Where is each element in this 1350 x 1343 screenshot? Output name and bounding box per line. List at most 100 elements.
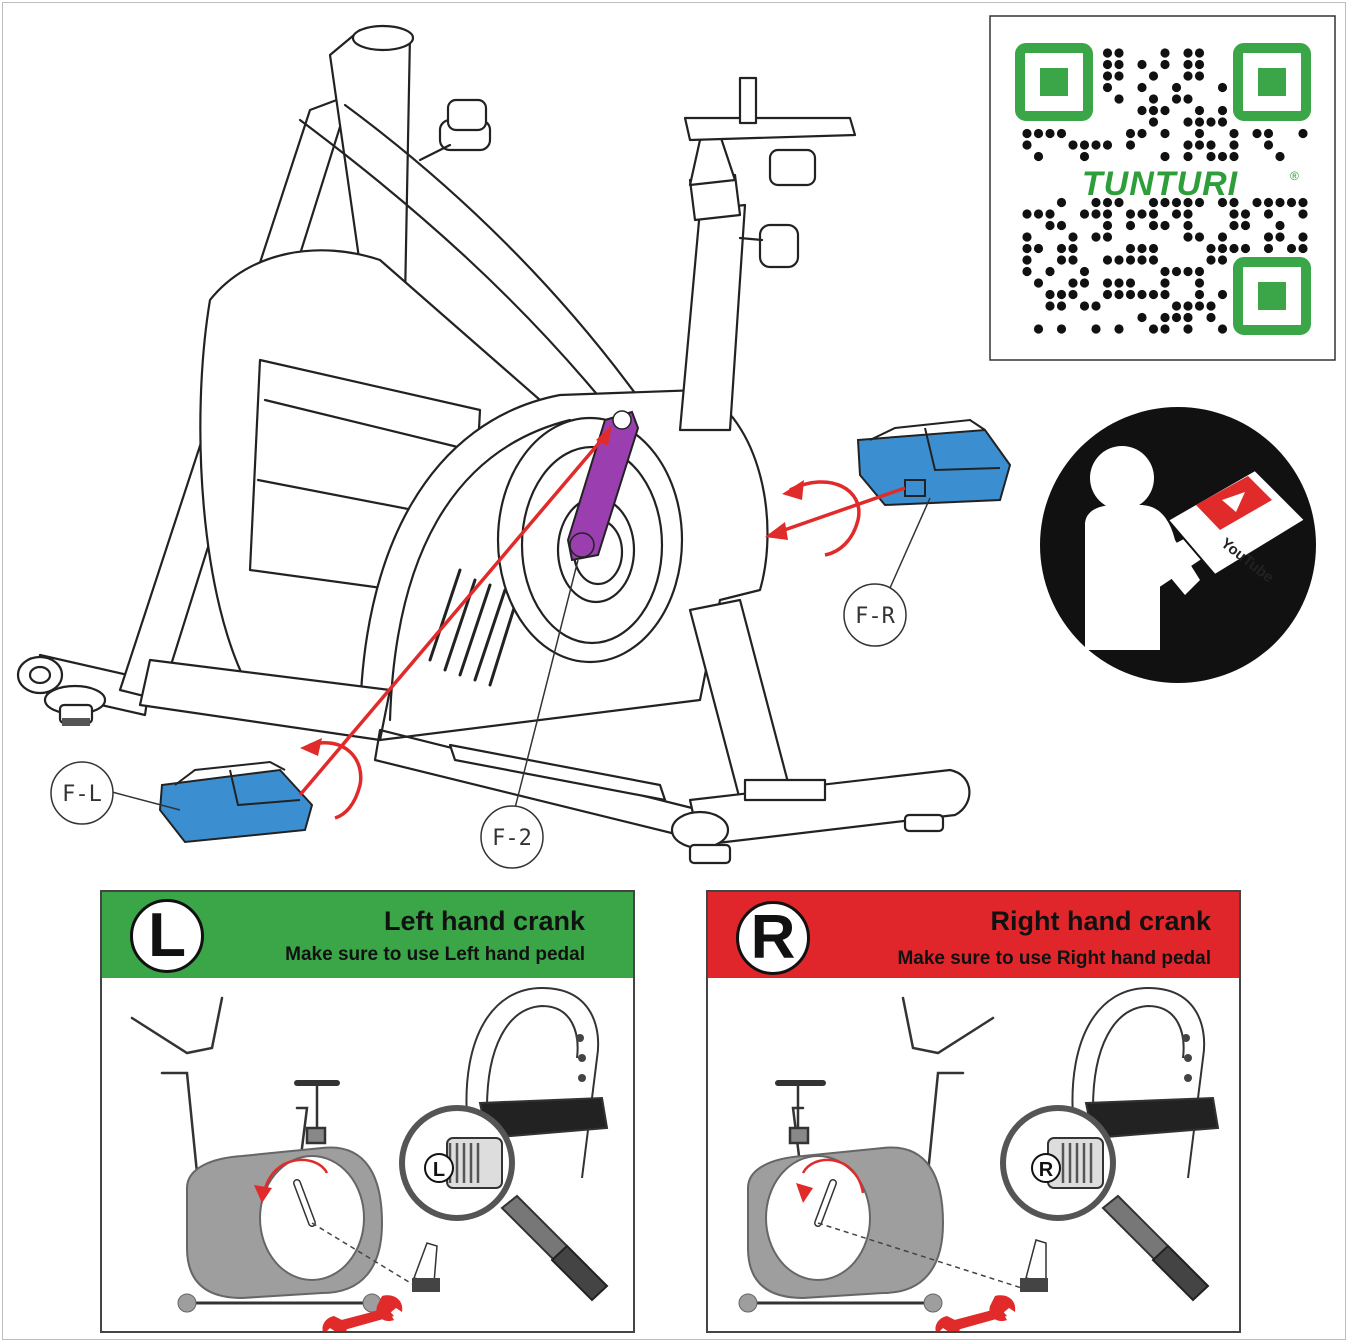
- qr-module: [1056, 243, 1067, 254]
- qr-module: [1068, 140, 1078, 150]
- qr-module: [1171, 266, 1182, 277]
- qr-module: [1229, 243, 1239, 254]
- qr-module: [1206, 140, 1216, 150]
- qr-module: [1148, 117, 1159, 127]
- qr-module: [1125, 278, 1136, 288]
- qr-module: [1229, 151, 1239, 162]
- bike-frame-drawing: [16, 24, 971, 865]
- qr-module: [1091, 197, 1101, 208]
- qr-module: [1137, 209, 1147, 219]
- qr-module: [1056, 220, 1067, 231]
- qr-module: [1160, 289, 1170, 300]
- qr-module: [1125, 209, 1136, 219]
- qr-module: [1102, 82, 1113, 93]
- qr-module: [1194, 266, 1205, 277]
- qr-module: [1194, 197, 1205, 208]
- qr-module: [1160, 324, 1170, 334]
- qr-module: [1206, 243, 1216, 254]
- qr-module: [1194, 140, 1205, 150]
- qr-module: [1206, 117, 1216, 127]
- qr-module: [1137, 289, 1147, 300]
- qr-module: [1033, 278, 1044, 288]
- qr-module: [1183, 312, 1193, 323]
- qr-finder-2: [1233, 257, 1311, 335]
- wrench-icon: [935, 1295, 1016, 1331]
- qr-module: [1102, 255, 1113, 265]
- qr-module: [1022, 266, 1032, 277]
- qr-module: [1298, 128, 1308, 139]
- qr-module: [1148, 197, 1159, 208]
- qr-module: [1148, 94, 1159, 104]
- qr-module: [1022, 243, 1032, 254]
- qr-module: [1183, 71, 1193, 81]
- qr-module: [1114, 278, 1124, 288]
- left-thread-marker: L: [433, 1159, 445, 1181]
- qr-module: [1171, 312, 1182, 323]
- qr-module: [1102, 289, 1113, 300]
- qr-module: [1217, 324, 1228, 334]
- qr-module: [1206, 301, 1216, 311]
- qr-module: [1160, 312, 1170, 323]
- qr-module: [1068, 289, 1078, 300]
- qr-module: [1160, 128, 1170, 139]
- qr-module: [1022, 255, 1032, 265]
- qr-module: [1298, 232, 1308, 242]
- qr-module: [1045, 301, 1055, 311]
- qr-module: [1171, 197, 1182, 208]
- qr-module: [1194, 59, 1205, 70]
- qr-module: [1240, 220, 1251, 231]
- qr-module: [1022, 209, 1032, 219]
- qr-module: [1102, 232, 1113, 242]
- qr-module: [1171, 209, 1182, 219]
- qr-module: [1263, 243, 1274, 254]
- left-panel-title: Left hand crank: [383, 906, 585, 936]
- qr-module: [1206, 255, 1216, 265]
- crank-arm: [566, 410, 640, 562]
- qr-module: [1137, 59, 1147, 70]
- qr-module: [1114, 71, 1124, 81]
- qr-module: [1102, 220, 1113, 231]
- qr-module: [1298, 243, 1308, 254]
- qr-module: [1148, 289, 1159, 300]
- right-panel-title: Right hand crank: [990, 906, 1211, 936]
- assembly-arrows: [298, 425, 906, 820]
- qr-module: [1056, 128, 1067, 139]
- qr-module: [1252, 128, 1262, 139]
- qr-module: [1286, 197, 1297, 208]
- qr-module: [1183, 59, 1193, 70]
- qr-module: [1056, 289, 1067, 300]
- left-panel-header: L Left hand crank Make sure to use Left …: [102, 892, 633, 978]
- qr-module: [1079, 278, 1090, 288]
- qr-module: [1079, 140, 1090, 150]
- qr-module: [1229, 220, 1239, 231]
- qr-module: [1275, 232, 1285, 242]
- qr-module: [1183, 140, 1193, 150]
- qr-module: [1114, 289, 1124, 300]
- qr-module: [1068, 278, 1078, 288]
- qr-module: [1183, 197, 1193, 208]
- qr-module: [1068, 255, 1078, 265]
- qr-module: [1033, 243, 1044, 254]
- person-reading-icon: [1085, 446, 1230, 650]
- qr-module: [1091, 209, 1101, 219]
- qr-module: [1240, 243, 1251, 254]
- qr-module: [1091, 301, 1101, 311]
- qr-module: [1217, 243, 1228, 254]
- qr-module: [1229, 128, 1239, 139]
- qr-module: [1229, 197, 1239, 208]
- qr-module: [1114, 324, 1124, 334]
- brand-logo: TUNTURI: [1082, 165, 1239, 203]
- qr-module: [1171, 82, 1182, 93]
- qr-finder-1: [1233, 43, 1311, 121]
- right-badge: R: [736, 901, 810, 975]
- qr-module: [1263, 140, 1274, 150]
- qr-module: [1079, 151, 1090, 162]
- qr-module: [1056, 324, 1067, 334]
- qr-module: [1045, 209, 1055, 219]
- right-thread-marker: R: [1039, 1159, 1054, 1181]
- qr-module: [1183, 117, 1193, 127]
- qr-module: [1114, 255, 1124, 265]
- qr-module: [1091, 140, 1101, 150]
- qr-module: [1033, 151, 1044, 162]
- qr-module: [1183, 301, 1193, 311]
